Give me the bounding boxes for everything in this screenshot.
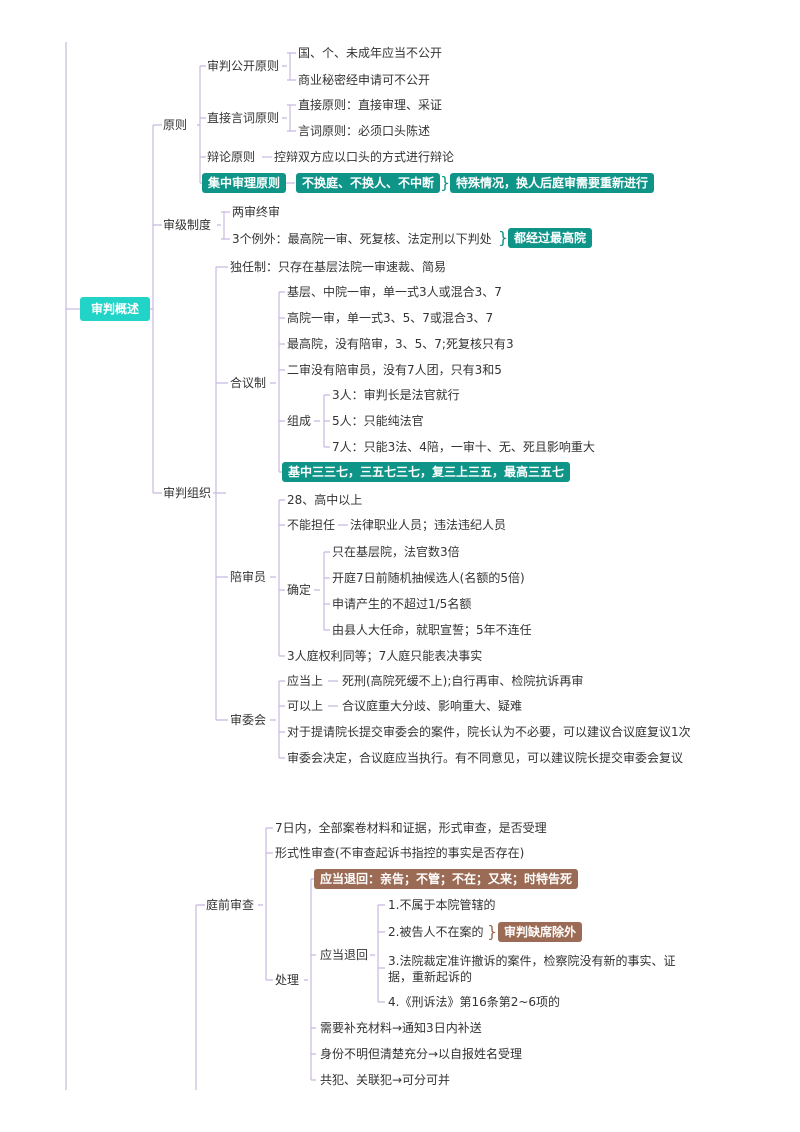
chuli-item: 共犯、关联犯→可分可并: [320, 1073, 451, 1087]
buneng-text: 法律职业人员；违法违纪人员: [350, 518, 507, 532]
shenji-note-tag: 都经过最高院: [508, 228, 593, 248]
node-jizhong-tag: 集中审理原则: [202, 173, 287, 193]
chuli-item: 身份不明但清楚充分→以自报姓名受理: [320, 1047, 523, 1061]
node-bianlun: 辩论原则: [207, 150, 256, 164]
chuli-tag: 应当退回：亲告；不管；不在；又来；时特告死: [314, 869, 579, 889]
node-heyi: 合议制: [230, 376, 267, 390]
zucheng-item: 3人：审判长是法官就行: [332, 388, 460, 402]
peishen-quanli: 3人庭权利同等；7人庭只能表决事实: [287, 649, 483, 663]
node-tuihui: 应当退回: [320, 948, 369, 962]
jizhong-text-tag: 不换庭、不换人、不中断: [296, 173, 441, 193]
root-node: 审判概述: [80, 297, 150, 321]
shenji-item: 3个例外：最高院一审、死复核、法定刑以下判处: [232, 232, 492, 246]
keyi-text: 合议庭重大分歧、影响重大、疑难: [342, 699, 523, 713]
queding-item: 只在基层院，法官数3倍: [332, 545, 460, 559]
heyi-item: 高院一审，单一式3、5、7或混合3、7: [287, 311, 494, 325]
bianlun-text: 控辩双方应以口头的方式进行辩论: [274, 150, 455, 164]
zucheng-item: 5人：只能纯法官: [332, 414, 424, 428]
node-keyi: 可以上: [287, 699, 324, 713]
heyi-item: 基层、中院一审，单一式3人或混合3、7: [287, 285, 502, 299]
duren-text: 独任制：只存在基层法院一审速裁、简易: [230, 260, 447, 274]
shenwei-item: 对于提请院长提交审委会的案件，院长认为不必要，可以建议合议庭复议1次: [287, 725, 691, 739]
gongkai-item: 国、个、未成年应当不公开: [298, 46, 443, 60]
tingqian-item: 7日内，全部案卷材料和证据，形式审查，是否受理: [275, 821, 547, 835]
zhijie-item: 言词原则：必须口头陈述: [298, 124, 431, 138]
brace-icon: }: [440, 173, 451, 192]
node-peishen: 陪审员: [230, 570, 267, 584]
tingqian-item: 形式性审查(不审查起诉书指控的事实是否存在): [275, 846, 525, 860]
tuihui-item: 4.《刑诉法》第16条第2~6项的: [388, 995, 561, 1009]
node-shenwei: 审委会: [230, 713, 267, 727]
node-yingdang: 应当上: [287, 674, 324, 688]
gongkai-item: 商业秘密经申请可不公开: [298, 73, 431, 87]
queding-item: 申请产生的不超过1/5名额: [332, 597, 472, 611]
node-chuli: 处理: [275, 973, 300, 987]
heyi-item: 二审没有陪审员，没有7人团，只有3和5: [287, 363, 502, 377]
tuihui-note-tag: 审判缺席除外: [498, 922, 583, 942]
node-zucheng: 组成: [287, 414, 312, 428]
tuihui-item: 1.不属于本院管辖的: [388, 898, 496, 912]
tuihui-item: 2.被告人不在案的: [388, 925, 484, 939]
brace-icon: }: [487, 922, 498, 941]
chuli-item: 需要补充材料→通知3日内补送: [320, 1021, 482, 1035]
jizhong-note-tag: 特殊情况，换人后庭审需要重新进行: [450, 173, 655, 193]
node-shenji: 审级制度: [163, 218, 212, 232]
node-gongkai: 审判公开原则: [207, 59, 280, 73]
node-yuanze: 原则: [163, 118, 188, 132]
brace-icon: }: [498, 228, 509, 247]
peishen-age: 28、高中以上: [287, 493, 363, 507]
zucheng-item: 7人：只能3法、4陪，一审十、无、死且影响重大: [332, 440, 595, 454]
queding-item: 开庭7日前随机抽候选人(名额的5倍): [332, 571, 525, 585]
node-zhijie: 直接言词原则: [207, 111, 280, 125]
node-zuzhi: 审判组织: [163, 486, 212, 500]
heyi-item: 最高院，没有陪审，3、5、7;死复核只有3: [287, 337, 514, 351]
queding-item: 由县人大任命，就职宣誓；5年不连任: [332, 623, 532, 637]
heyi-summary-tag: 基中三三七，三五七三七，复三上三五，最高三五七: [282, 462, 571, 482]
zhijie-item: 直接原则：直接审理、采证: [298, 98, 443, 112]
node-queding: 确定: [287, 583, 312, 597]
node-tingqian: 庭前审查: [206, 898, 255, 912]
yingdang-text: 死刑(高院死缓不上);自行再审、检院抗诉再审: [342, 674, 584, 688]
tuihui-item: 3.法院裁定准许撤诉的案件，检察院没有新的事实、证据，重新起诉的: [388, 954, 676, 984]
node-buneng: 不能担任: [287, 518, 336, 532]
shenwei-item: 审委会决定，合议庭应当执行。有不同意见，可以建议院长提交审委会复议: [287, 751, 684, 765]
shenji-item: 两审终审: [232, 205, 281, 219]
